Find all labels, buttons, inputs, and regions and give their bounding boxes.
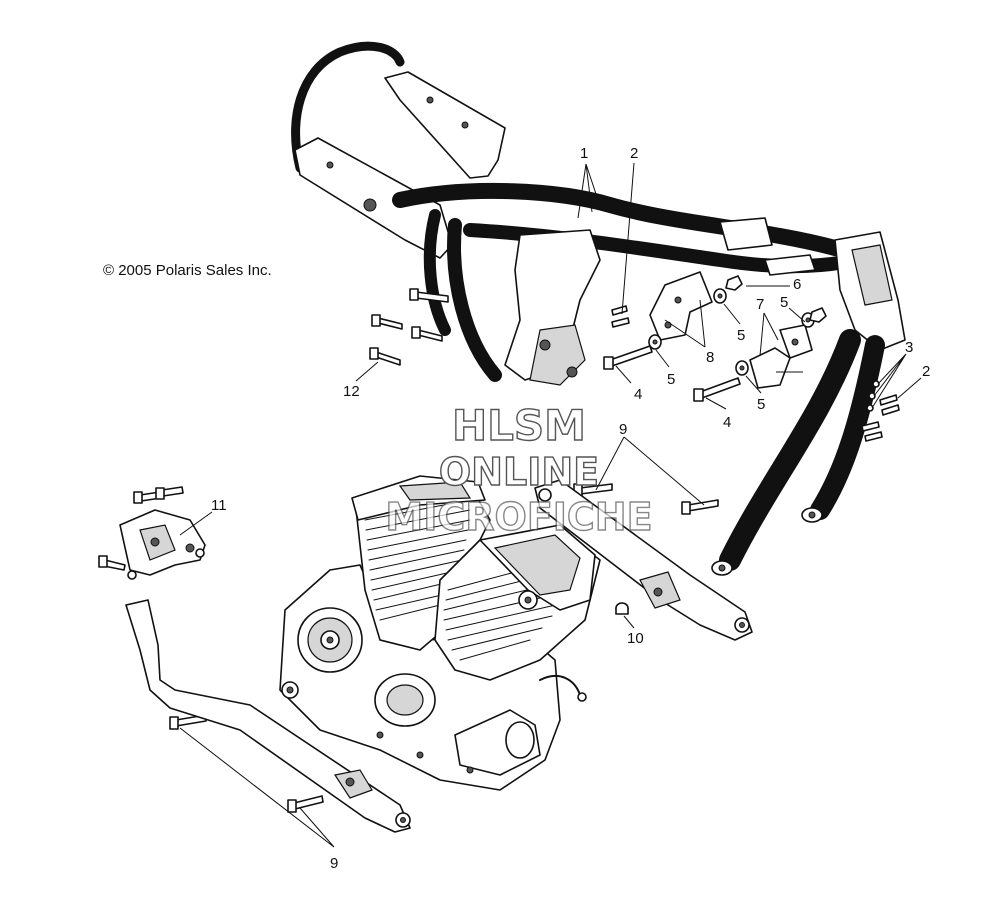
callout-6: 6 bbox=[793, 276, 801, 293]
callout-9-lower: 9 bbox=[330, 855, 338, 872]
callout-labels: 1 2 2 3 4 4 5 5 5 5 6 7 8 9 9 10 11 12 bbox=[211, 145, 930, 872]
rear-cylinder-fins bbox=[364, 499, 471, 621]
callout-5-d: 5 bbox=[780, 294, 788, 311]
front-cylinder-fins bbox=[443, 559, 569, 661]
callout-9-upper: 9 bbox=[619, 421, 627, 438]
callout-3: 3 bbox=[905, 339, 913, 356]
callout-10: 10 bbox=[627, 630, 644, 647]
callout-12: 12 bbox=[343, 383, 360, 400]
callout-11: 11 bbox=[211, 497, 227, 514]
callout-4-right: 4 bbox=[723, 414, 731, 431]
watermark-line-2: ONLINE bbox=[439, 450, 599, 494]
hardware bbox=[169, 275, 900, 813]
leader-lines bbox=[179, 162, 922, 848]
copyright-notice: © 2005 Polaris Sales Inc. bbox=[103, 262, 272, 279]
callout-2-right: 2 bbox=[922, 363, 930, 380]
callout-1: 1 bbox=[580, 145, 588, 162]
watermark-line-3: MICROFICHE bbox=[385, 495, 652, 539]
watermark-line-1: HLSM bbox=[452, 401, 586, 450]
callout-2-upper: 2 bbox=[630, 145, 638, 162]
callout-8: 8 bbox=[706, 349, 714, 366]
callout-4-left: 4 bbox=[634, 386, 642, 403]
callout-5-b: 5 bbox=[737, 327, 745, 344]
bolts-12 bbox=[369, 288, 449, 366]
front-mount-brackets bbox=[649, 271, 813, 389]
frame bbox=[291, 41, 906, 576]
item-11-assembly bbox=[98, 486, 206, 580]
callout-7: 7 bbox=[756, 296, 764, 313]
callout-5-c: 5 bbox=[757, 396, 765, 413]
callout-5-a: 5 bbox=[667, 371, 675, 388]
front-engine-bracket bbox=[534, 479, 753, 641]
rear-engine-bracket bbox=[125, 599, 411, 833]
v-twin-engine bbox=[279, 475, 601, 791]
watermark: HLSM ONLINE MICROFICHE bbox=[385, 400, 654, 539]
